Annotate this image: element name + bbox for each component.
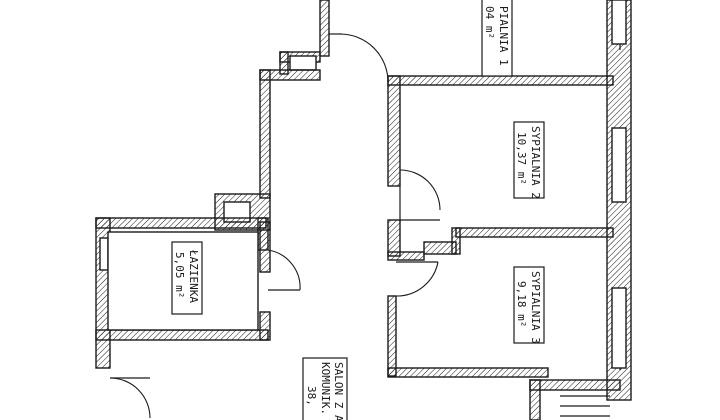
room-area: 10,37 m² xyxy=(515,132,528,185)
room-area: 9,18 m² xyxy=(515,281,528,327)
door-entry-arc xyxy=(339,33,389,83)
door-bed2-arc xyxy=(399,169,441,211)
room-area: 04 m² xyxy=(483,6,496,39)
wall-bed3-top-left xyxy=(387,251,425,261)
label-box xyxy=(171,241,203,315)
room-name: SYPIALNIA 3 xyxy=(529,271,542,344)
label-box xyxy=(481,0,513,77)
room-name: SALON Z A xyxy=(332,362,345,420)
label-box xyxy=(513,121,545,199)
niche-box-top xyxy=(289,55,317,71)
room-name: SYPIALNIA 2 xyxy=(529,126,542,199)
window-bed1 xyxy=(611,0,627,45)
doors xyxy=(109,33,441,419)
wall-bed2-left-low xyxy=(387,219,401,257)
room-name-2: KOMUNIK. xyxy=(319,362,332,415)
wall-stair-left xyxy=(529,379,541,420)
door-bed3-arc xyxy=(395,261,439,297)
room-label-lazienka: ŁAZIENKA 5,05 m² xyxy=(171,241,203,315)
room-area: 5,05 m² xyxy=(173,252,186,298)
room-label-sypialnia-3: SYPIALNIA 3 9,18 m² xyxy=(513,266,545,344)
room-name: ŁAZIENKA xyxy=(187,249,200,303)
wall-bed2-bed3 xyxy=(455,227,614,238)
window-bed3 xyxy=(611,287,627,369)
room-label-salon: SALON Z A KOMUNIK. 38, xyxy=(302,357,348,420)
wall-corridor-left xyxy=(259,69,271,199)
room-label-sypialnia-1: PIALNIA 1 04 m² xyxy=(481,0,513,77)
wall-top-left xyxy=(319,0,330,57)
wall-bath-bottom xyxy=(95,329,269,341)
wall-bed3-left xyxy=(387,295,397,377)
wall-stair-top xyxy=(529,379,621,391)
room-area: 38, xyxy=(305,386,318,406)
wall-bed3-bottom xyxy=(387,367,549,378)
wall-bath-top xyxy=(95,217,267,229)
label-box xyxy=(513,266,545,344)
window-bed2 xyxy=(611,127,627,203)
wall-bed3-step xyxy=(423,241,457,255)
door-bath-arc xyxy=(267,249,301,291)
walls xyxy=(95,0,632,420)
room-label-sypialnia-2: SYPIALNIA 2 10,37 m² xyxy=(513,121,545,199)
wall-bed2-left xyxy=(387,75,401,187)
bath-fixture xyxy=(99,237,109,271)
wall-bed3-step-v xyxy=(451,227,461,255)
label-box xyxy=(302,357,348,420)
room-name: PIALNIA 1 xyxy=(497,6,510,66)
door-salon-arc xyxy=(109,377,151,419)
wall-bed1-bed2 xyxy=(387,75,614,86)
wall-bath-right xyxy=(257,217,269,251)
